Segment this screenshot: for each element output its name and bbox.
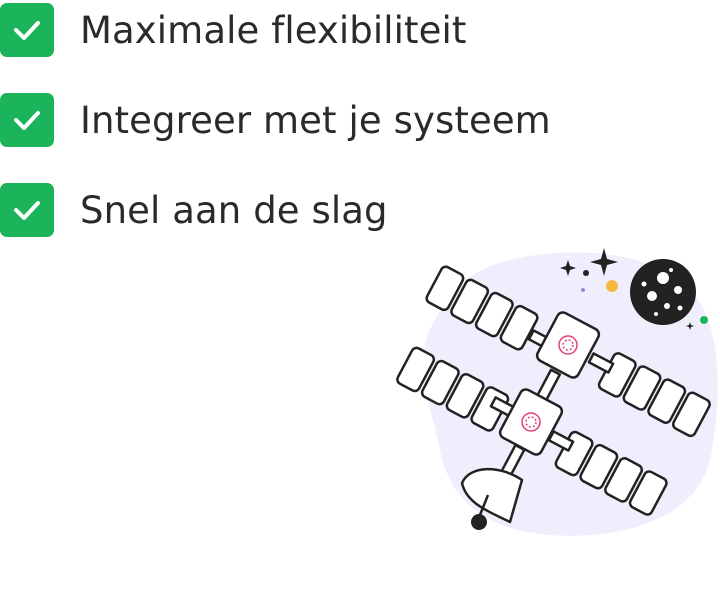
- checkmark-icon: [0, 183, 54, 237]
- solar-panel-lower-left: [396, 346, 510, 432]
- dot-icon: [583, 270, 589, 276]
- module: [535, 311, 601, 379]
- space-station-svg: [396, 248, 718, 536]
- solar-panel-lower-right: [554, 430, 668, 516]
- star-icon: [590, 248, 618, 276]
- star-icon: [686, 322, 694, 330]
- feature-label: Snel aan de slag: [80, 188, 388, 232]
- satellite-dish: [460, 467, 524, 524]
- dot-icon: [606, 280, 618, 292]
- antenna-tip: [471, 514, 487, 530]
- solar-panel-upper-left: [425, 265, 539, 351]
- checkmark-icon: [0, 93, 54, 147]
- strut: [587, 352, 615, 374]
- solar-panel-upper-right: [597, 352, 711, 438]
- module-emblem-icon: [521, 335, 578, 432]
- feature-item-2: Integreer met je systeem: [0, 92, 551, 148]
- feature-item-1: Maximale flexibiliteit: [0, 2, 466, 58]
- dot-icon: [581, 288, 585, 292]
- checkmark-icon: [0, 3, 54, 57]
- feature-label: Maximale flexibiliteit: [80, 8, 467, 52]
- moon-icon: [630, 259, 696, 325]
- space-station-illustration: [390, 240, 720, 540]
- star-icon: [560, 260, 576, 276]
- feature-item-3: Snel aan de slag: [0, 182, 388, 238]
- module: [498, 388, 564, 456]
- dot-icon: [700, 316, 708, 324]
- feature-label: Integreer met je systeem: [80, 98, 551, 142]
- strut: [547, 430, 575, 452]
